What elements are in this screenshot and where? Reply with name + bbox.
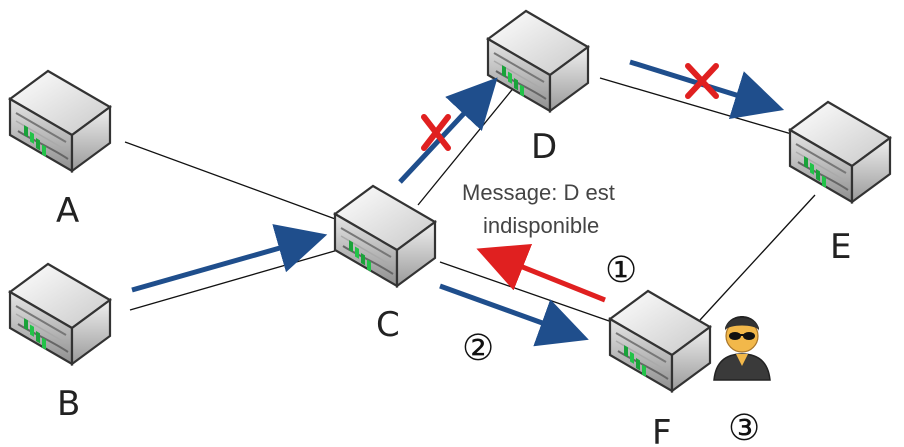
label-d: D bbox=[531, 127, 557, 167]
blocked-x-icon-cd bbox=[421, 114, 451, 151]
arrow-b-to-c bbox=[131, 224, 328, 293]
link-a-c bbox=[124, 141, 339, 221]
step-3-marker: ③ bbox=[728, 408, 760, 447]
router-d bbox=[486, 9, 590, 113]
label-f: F bbox=[652, 413, 672, 447]
link-d-e bbox=[599, 77, 796, 136]
arrow-c-to-f bbox=[439, 283, 589, 347]
step-2-marker: ② bbox=[462, 328, 494, 369]
router-b bbox=[8, 262, 112, 366]
link-f-e bbox=[699, 194, 816, 321]
attacker-icon bbox=[713, 315, 771, 381]
router-f bbox=[608, 289, 712, 393]
router-c bbox=[333, 184, 437, 288]
label-b: B bbox=[57, 384, 80, 424]
router-e bbox=[788, 100, 892, 204]
blocked-x-icon-de bbox=[685, 63, 719, 99]
label-c: C bbox=[376, 305, 400, 345]
router-a bbox=[8, 69, 112, 173]
message-line-2: indisponible bbox=[483, 213, 599, 238]
message-line-1: Message: D est bbox=[462, 180, 615, 205]
arrow-f-to-c-alert bbox=[476, 243, 606, 303]
label-e: E bbox=[830, 227, 851, 267]
label-a: A bbox=[56, 191, 79, 231]
step-1-marker: ① bbox=[605, 250, 637, 291]
link-c-d bbox=[417, 79, 521, 206]
